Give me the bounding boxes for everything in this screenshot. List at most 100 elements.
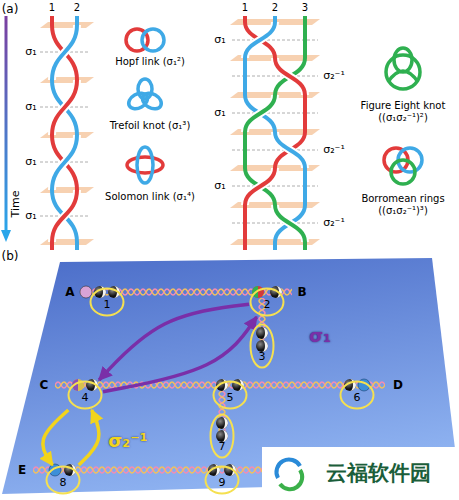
braid-strand <box>52 80 77 135</box>
braid-strand <box>52 25 77 80</box>
spin-chain <box>33 464 262 476</box>
exchange-arrow <box>79 410 99 465</box>
spin-atom <box>252 286 264 298</box>
crossing-label: σ₁ <box>214 106 225 119</box>
spin-atom <box>216 417 228 429</box>
site-number: 2 <box>264 299 271 312</box>
crossing-label: σ₁ <box>25 100 36 113</box>
knot-icon <box>386 55 420 89</box>
braid-strand <box>52 135 77 190</box>
braid-strand <box>52 16 77 250</box>
strand-number: 1 <box>242 2 248 14</box>
braid-strand <box>245 168 275 205</box>
exchange-arrow <box>103 317 257 392</box>
site-letter: D <box>393 378 403 392</box>
site-ring: 4 <box>67 380 103 410</box>
watermark-panel <box>262 447 459 500</box>
site-ring-outline <box>251 325 274 368</box>
crossing-label: σ₂⁻¹ <box>323 69 345 82</box>
spin-atom <box>80 286 92 298</box>
braid-strand <box>275 58 305 95</box>
site-ring: 5 <box>212 380 248 410</box>
knot-icon <box>126 90 150 112</box>
site-number: 4 <box>82 392 89 405</box>
knot-icon <box>388 71 418 82</box>
knot-label: Hopf link (σ₁²) <box>115 56 185 68</box>
spin-atom <box>256 327 268 339</box>
braid-plate <box>40 19 320 245</box>
strand-number: 2 <box>272 2 278 14</box>
crossing-label: σ₂⁻¹ <box>323 216 345 229</box>
braid-strand <box>275 205 305 242</box>
site-ring-outline <box>206 467 239 494</box>
exchange-arrow <box>99 304 249 380</box>
site-number: 5 <box>227 392 234 405</box>
site-ring: 6 <box>339 380 375 410</box>
braid-strand <box>275 58 305 95</box>
crossing-label: σ₂⁻¹ <box>323 143 345 156</box>
braid-strand <box>52 25 77 80</box>
site-number: 7 <box>219 441 226 454</box>
crossing-label: σ₁ <box>25 45 36 58</box>
panel-label: (a) <box>2 2 19 16</box>
site-letter: A <box>65 285 74 299</box>
knot-icon <box>391 160 415 184</box>
watermark-panel <box>276 459 300 478</box>
braid-strand <box>245 22 275 58</box>
braid-strand <box>52 135 77 190</box>
site-ring: 7 <box>209 413 235 459</box>
site-ring-outline <box>91 289 124 316</box>
site-letter: C <box>40 378 49 392</box>
braid-strand <box>245 16 305 250</box>
site-ring-outline <box>211 415 234 458</box>
site-ring-outline <box>47 467 80 494</box>
spin-chain <box>80 286 292 298</box>
site-number: 8 <box>60 477 67 490</box>
strand-number: 1 <box>49 2 55 14</box>
braid-strand <box>245 95 275 132</box>
braid-strand <box>52 16 305 250</box>
spin-atom <box>270 286 282 298</box>
braid-strand <box>245 95 275 132</box>
crossing-label: σ₁ <box>214 33 225 46</box>
braid-strand <box>52 190 77 242</box>
crossing-label: σ₁ <box>25 155 36 168</box>
site-number: 1 <box>104 299 111 312</box>
site-number: 3 <box>259 351 266 364</box>
exchange-arrow <box>43 410 69 465</box>
operator-label: σ₁ <box>309 325 331 346</box>
site-ring-outline <box>341 382 374 409</box>
axis-label: Time <box>9 191 22 218</box>
site-number: 6 <box>354 392 361 405</box>
site-ring: 8 <box>45 465 81 495</box>
knot-label: Borromean rings ((σ₁σ₂⁻¹)³) <box>348 193 458 217</box>
site-ring-outline <box>214 382 247 409</box>
braid-strand <box>52 16 77 250</box>
site-ring-outline <box>251 289 284 316</box>
strand-number: 2 <box>74 2 80 14</box>
watermark-panel <box>280 470 302 489</box>
site-letter: E <box>18 463 26 477</box>
spin-atom <box>256 340 268 352</box>
knot-label: Figure Eight knot ((σ₁σ₂⁻¹)²) <box>348 100 458 124</box>
site-ring: 9 <box>204 465 240 495</box>
knot-label: Solomon link (σ₁⁴) <box>105 191 195 203</box>
site-ring-outline <box>69 382 102 409</box>
braid-strand <box>245 16 305 250</box>
panel-label: (b) <box>2 249 19 263</box>
braid-strand <box>275 132 305 168</box>
braid-strand <box>275 132 305 168</box>
braid-strand <box>52 80 77 135</box>
site-ring: 1 <box>89 287 125 317</box>
braid-plate <box>40 22 94 28</box>
strand-number: 3 <box>302 2 308 14</box>
time-arrow <box>1 230 11 242</box>
braid-strand <box>52 190 77 242</box>
crossing-label: σ₁ <box>25 209 36 222</box>
knot-icon <box>394 48 412 72</box>
watermark: 云福软件园 <box>326 461 431 486</box>
braid-strand <box>245 168 275 205</box>
